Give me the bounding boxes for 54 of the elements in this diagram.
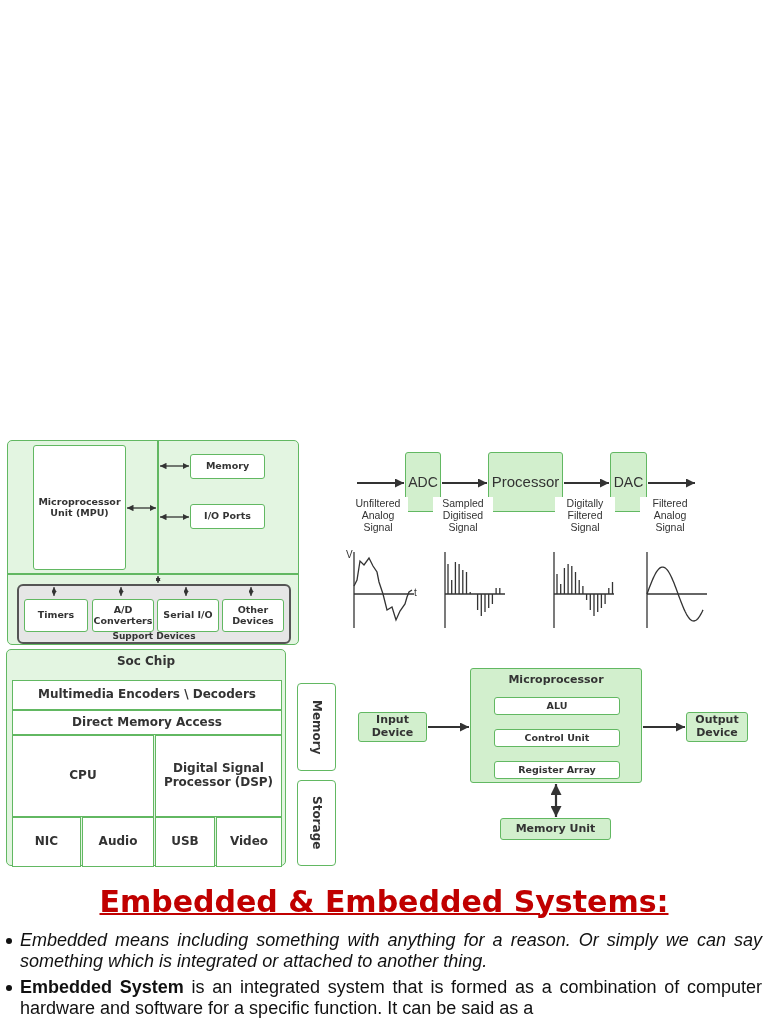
component-box: DAC	[610, 452, 647, 512]
arrow	[356, 478, 405, 488]
component-box: Input Device	[358, 712, 427, 742]
component-box: Register Array	[494, 761, 620, 779]
component-box: NIC	[12, 817, 81, 867]
component-box: Memory	[297, 683, 336, 771]
component-box: Audio	[82, 817, 154, 867]
bullet-text: Embedded System is an integrated system that is formed as a combination of computer hardware and software for a specific function. It can be said as a	[20, 977, 762, 1019]
component-box: ADC	[405, 452, 441, 512]
axis-label: V	[346, 549, 353, 560]
arrow	[441, 478, 488, 488]
component-box: Multimedia Encoders \ Decoders	[12, 680, 282, 710]
component-box: Memory Unit	[500, 818, 611, 840]
group-title: Soc Chip	[115, 655, 177, 669]
component-box: Storage	[297, 780, 336, 866]
group-title: Microprocessor	[507, 674, 605, 687]
component-box: Control Unit	[494, 729, 620, 747]
component-box: Processor	[488, 452, 563, 512]
arrow	[51, 586, 57, 597]
component-box: ALU	[494, 697, 620, 715]
slide-title: Embedded & Embedded Systems:	[98, 884, 670, 920]
arrow	[563, 478, 610, 488]
component-box: Memory	[190, 454, 265, 479]
component-box: Direct Memory Access	[12, 710, 282, 735]
group-panel	[470, 668, 642, 783]
arrow	[647, 478, 696, 488]
component-box: CPU	[12, 735, 154, 817]
component-box: Other Devices	[222, 599, 284, 632]
arrow	[118, 586, 124, 597]
component-box: Digital Signal Processor (DSP)	[155, 735, 282, 817]
component-box: I/O Ports	[190, 504, 265, 529]
arrow	[550, 784, 562, 817]
arrow	[642, 722, 686, 732]
group-panel	[6, 649, 286, 866]
arrow	[159, 462, 190, 470]
arrow	[248, 586, 254, 597]
component-box: Microprocessor Unit (MPU)	[33, 445, 126, 570]
bullet-text: Embedded means including something with anything for a reason. Or simply we can say something which is integrated or attached to another thing.	[20, 930, 762, 972]
arrow	[159, 513, 190, 521]
group-panel	[17, 584, 291, 644]
group-title: Support Devices	[111, 631, 197, 642]
component-box: Video	[216, 817, 282, 867]
edge-label: Digitally Filtered Signal	[555, 497, 615, 533]
edge-label: Sampled Digitised Signal	[433, 497, 493, 533]
component-box: Output Device	[686, 712, 748, 742]
component-box: Serial I/O	[157, 599, 219, 632]
arrow	[126, 504, 157, 512]
component-box: Timers	[24, 599, 88, 632]
arrow	[427, 722, 470, 732]
arrow	[155, 575, 161, 584]
axis-label: t	[414, 587, 417, 598]
arrow	[183, 586, 189, 597]
component-box: USB	[155, 817, 215, 867]
component-box: A/D Converters	[92, 599, 154, 632]
